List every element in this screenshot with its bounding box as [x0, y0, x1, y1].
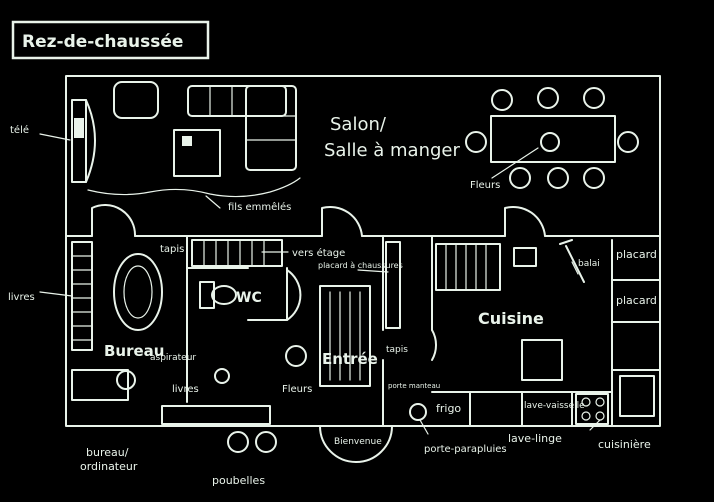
- plan-title: Rez-de-chaussée: [22, 32, 183, 52]
- door-bureau: [91, 204, 137, 237]
- label-tele: télé: [10, 124, 29, 136]
- label-fleurs-table: Fleurs: [470, 180, 500, 191]
- room-salle-a-manger: Salle à manger: [324, 140, 460, 161]
- room-entree: Entrée: [322, 350, 378, 368]
- label-vers-etage: vers étage: [292, 247, 345, 259]
- label-lave-vaisselle: lave-vaisselle: [524, 401, 585, 411]
- sectional-sofa-icon: [113, 81, 297, 177]
- flower-vase-icon: [540, 132, 560, 152]
- umbrella-stand-icon: [409, 403, 427, 421]
- label-tapis-entree: tapis: [386, 345, 408, 355]
- oven-icon: [619, 375, 655, 417]
- trash-bins-icon: [227, 431, 277, 453]
- tv-icon: [71, 99, 96, 183]
- label-aspirateur: aspirateur: [150, 353, 196, 363]
- title-block: Rez-de-chaussée: [11, 20, 210, 60]
- label-lave-linge: lave-linge: [508, 432, 562, 445]
- broom-icon: [559, 239, 585, 283]
- shoe-cabinet: [385, 241, 401, 329]
- outer-walls: [65, 75, 661, 427]
- label-porte-parapluies: porte-parapluies: [424, 444, 507, 455]
- label-tapis-bureau: tapis: [160, 244, 184, 255]
- door-cuisine: [504, 205, 546, 237]
- label-bureau-ordinateur-1: bureau/: [86, 446, 129, 459]
- label-livres-bottom: livres: [172, 384, 199, 395]
- door-front: [319, 425, 393, 463]
- room-cuisine: Cuisine: [478, 309, 544, 328]
- label-placard-2: placard: [616, 294, 657, 307]
- kitchen-table: [435, 243, 537, 291]
- label-bureau-ordinateur-2: ordinateur: [80, 460, 138, 473]
- dining-table-icon: [490, 115, 616, 163]
- rug-bureau: [113, 253, 163, 331]
- label-frigo: frigo: [436, 402, 461, 415]
- door-wc: [286, 269, 302, 321]
- room-salon: Salon/: [330, 114, 387, 135]
- rug-entree: [319, 285, 371, 387]
- label-placard-chaussures: placard à chaussures: [318, 261, 403, 270]
- annotation-arrows: [39, 133, 601, 435]
- doors: [91, 204, 546, 463]
- chair-icon: [465, 87, 639, 189]
- office-chair-icon: [116, 370, 136, 390]
- stairs-icon: [191, 239, 283, 267]
- title-frame: [11, 20, 210, 60]
- label-bienvenue: Bienvenue: [334, 437, 382, 447]
- flowers-entree-icon: [285, 345, 307, 367]
- interior-walls: [65, 235, 661, 427]
- bookshelf-left: [71, 241, 93, 351]
- toilet-icon: [199, 281, 237, 309]
- label-balai: balai: [578, 259, 600, 269]
- armchair-icon: [113, 81, 159, 119]
- label-fils: fils emmêlés: [228, 201, 291, 213]
- room-names: Salon/ Salle à manger WC Bureau Entrée C…: [104, 114, 544, 368]
- tangled-wires: [87, 177, 301, 198]
- label-porte-manteau: porte manteau: [388, 382, 440, 390]
- label-cuisiniere: cuisinière: [598, 438, 651, 451]
- vacuum-icon: [214, 368, 230, 384]
- label-fleurs-entree: Fleurs: [282, 384, 312, 395]
- bookshelf-bottom: [161, 405, 271, 425]
- room-wc: WC: [236, 290, 262, 306]
- labels: télé livres fils emmêlés Fleurs tapis ve…: [8, 124, 657, 487]
- label-livres-left: livres: [8, 292, 35, 303]
- desk-icon: [71, 369, 129, 401]
- door-cuisine-2: [431, 329, 437, 361]
- coffee-table-icon: [173, 129, 221, 177]
- label-placard-1: placard: [616, 248, 657, 261]
- sink-icon: [521, 339, 563, 381]
- label-poubelles: poubelles: [212, 474, 265, 487]
- room-bureau: Bureau: [104, 342, 164, 360]
- door-entree: [321, 205, 363, 237]
- stove-icon: [575, 393, 609, 425]
